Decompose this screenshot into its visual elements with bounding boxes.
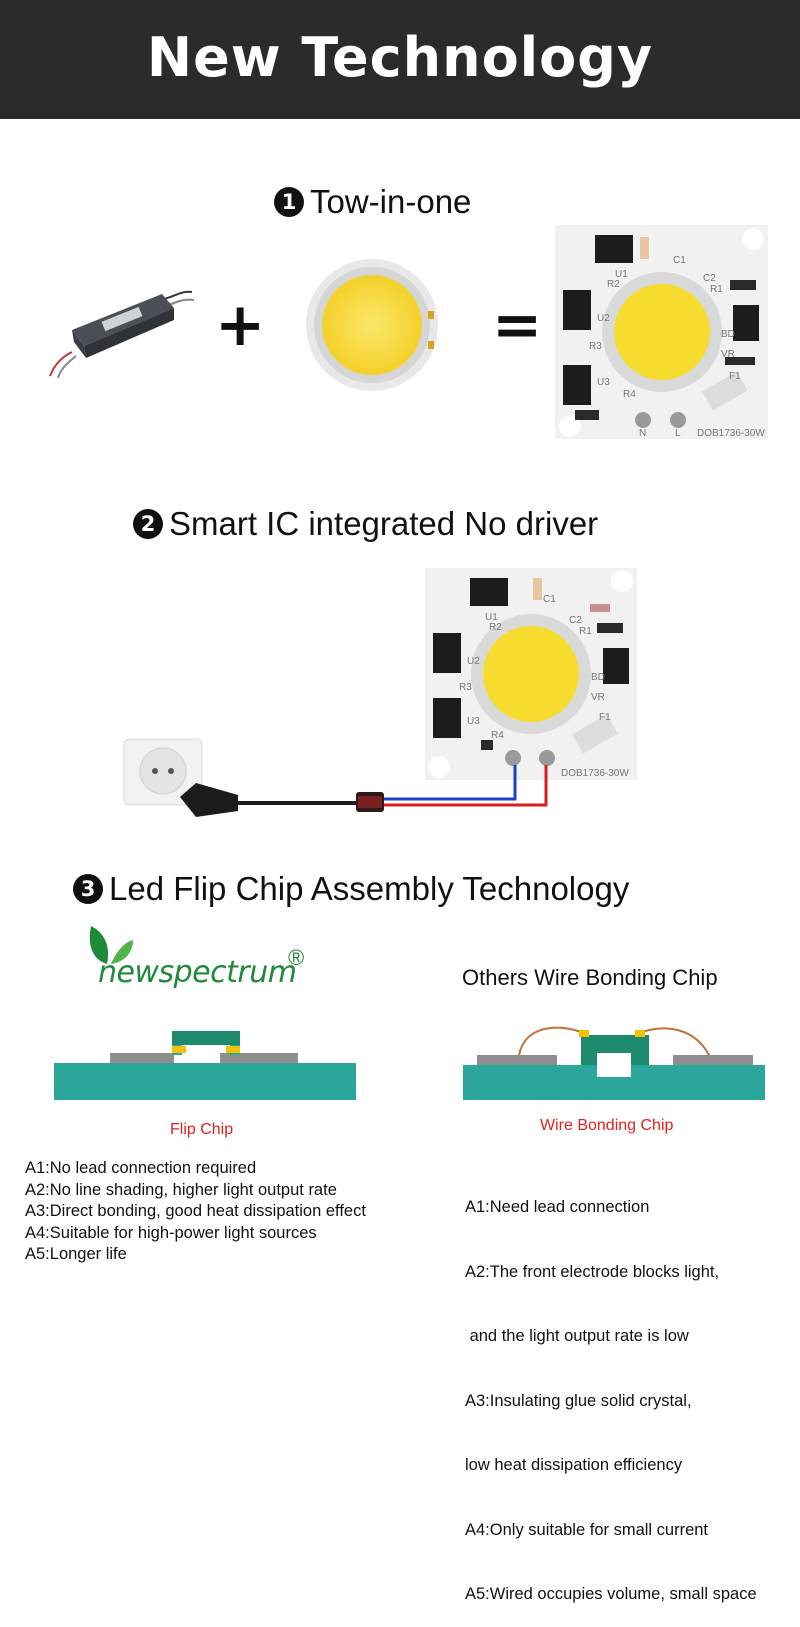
pcb1-label-r3: R3 [589,341,602,352]
section1-title-text: Tow-in-one [310,183,472,220]
section2-number-icon: 2 [133,509,163,539]
pcb2-label-r3: R3 [459,682,472,693]
wire-point: A1:Need lead connection [465,1198,650,1216]
pcb2-label-r4: R4 [491,730,504,741]
wire-point: A3:Insulating glue solid crystal, [465,1391,692,1410]
pcb1-label-r2: R2 [607,279,620,290]
equals-sign: = [492,290,543,360]
wire-bonding-caption: Wire Bonding Chip [540,1117,674,1134]
section2-title-text: Smart IC integrated No driver [169,505,599,542]
pcb2-label-c2: C2 [569,615,582,626]
pcb1-label-u2: U2 [597,313,610,324]
flip-point: A2:No line shading, higher light output … [25,1180,337,1199]
pcb2-label-vr: VR [591,692,605,703]
section1-title: 1 Tow-in-one [274,183,471,221]
section1-number-icon: 1 [274,187,304,217]
wire-bonding-points: A1:Need lead connection A2:The front ele… [465,1154,757,1627]
flip-point: A1:No lead connection required [25,1159,257,1177]
flip-point: A5:Longer life [25,1245,127,1263]
wire-point: low heat dissipation efficiency [465,1456,683,1474]
cob-led-image [306,259,438,391]
leaf-logo-icon [89,926,133,964]
plus-sign: + [215,290,266,360]
dob-board-wired-image: C1 C2 R1 R2 R3 R4 U1 U2 U3 BD VR F1 DOB1… [425,568,637,780]
brand-logo-text: newspectrum [98,955,297,990]
pcb2-label-r2: R2 [489,622,502,633]
wire-point: A5:Wired occupies volume, small space [465,1585,757,1603]
wire-point: and the light output rate is low [465,1327,689,1345]
pcb1-model-text: DOB1736-30W [697,428,765,439]
pcb1-label-r4: R4 [623,389,636,400]
section2-title: 2 Smart IC integrated No driver [133,505,598,543]
pcb1-label-c2: C2 [703,273,716,284]
flip-chip-diagram [54,1031,356,1100]
pcb1-label-f1: F1 [729,371,741,382]
wire-bonding-diagram [463,1026,765,1100]
pcb1-label-bd: BD [721,329,735,340]
header-banner: New Technology [0,0,800,119]
others-title: Others Wire Bonding Chip [462,965,718,990]
pcb2-label-bd: BD [591,672,605,683]
flip-chip-points: A1:No lead connection required A2:No lin… [25,1158,366,1266]
pcb2-label-u1: U1 [485,612,498,623]
flip-chip-caption: Flip Chip [170,1121,234,1138]
led-driver-image [49,290,195,379]
page-title: New Technology [146,26,654,89]
pcb2-label-u2: U2 [467,656,480,667]
flip-point: A3:Direct bonding, good heat dissipation… [25,1202,366,1220]
pcb1-label-l: L [675,428,681,439]
registered-mark: ® [288,945,305,970]
section3-title-text: Led Flip Chip Assembly Technology [109,870,630,907]
pcb1-label-u3: U3 [597,377,610,388]
pcb1-label-c1: C1 [673,255,686,266]
pcb1-label-n: N [639,428,646,439]
flip-point: A4:Suitable for high-power light sources [25,1223,317,1242]
pcb2-label-r1: R1 [579,626,592,637]
section3-title: 3 Led Flip Chip Assembly Technology [73,870,629,908]
pcb1-label-r1: R1 [710,284,723,295]
pcb1-label-u1: U1 [615,269,628,280]
power-plug-wiring-image [123,738,548,817]
section3-number-icon: 3 [73,874,103,904]
pcb1-label-vr: VR [721,349,735,360]
dob-board-image: C1 C2 R1 R2 R3 R4 U1 U2 U3 BD VR F1 N L … [555,225,768,439]
pcb2-model-text: DOB1736-30W [561,768,629,779]
pcb2-label-c1: C1 [543,594,556,605]
wire-point: A2:The front electrode blocks light, [465,1262,720,1281]
pcb2-label-u3: U3 [467,716,480,727]
pcb2-label-f1: F1 [599,712,611,723]
wire-point: A4:Only suitable for small current [465,1520,709,1539]
